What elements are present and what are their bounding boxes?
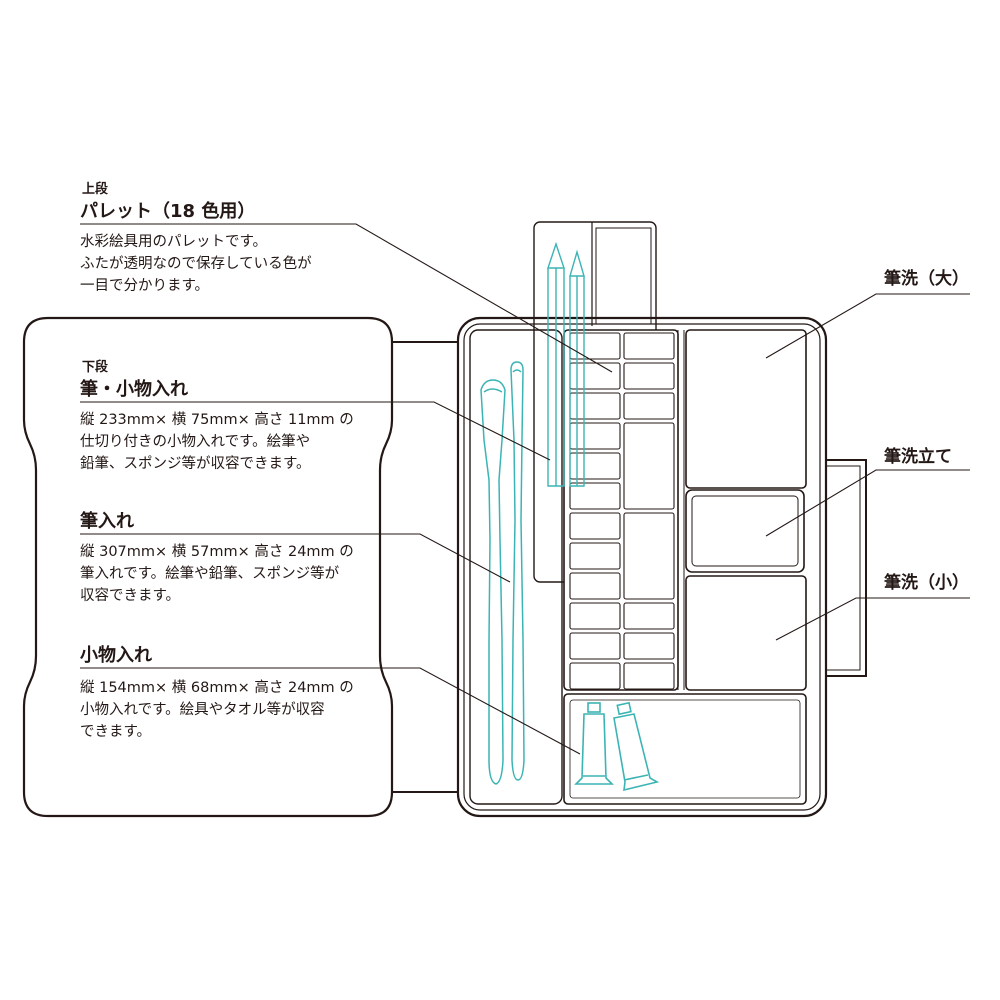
- brush-case-description: 縦 307mm× 横 57mm× 高さ 24mm の筆入れです。絵筆や鉛筆、スポ…: [80, 544, 354, 604]
- palette-tier-label: 上段: [82, 182, 109, 197]
- palette-well: [569, 542, 621, 570]
- palette-wells: [569, 332, 675, 690]
- washer-small-cup: [685, 575, 807, 691]
- palette-mixing-well: [623, 422, 675, 510]
- side-tab: [826, 459, 867, 677]
- small-box-description: 縦 154mm× 横 68mm× 高さ 24mm の小物入れです。絵具やタオル等…: [80, 680, 354, 740]
- brush-case-title: 筆入れ: [80, 511, 134, 532]
- case-body: [456, 316, 828, 818]
- washer-large-cup: [685, 329, 807, 489]
- pencil-icon: [547, 241, 585, 487]
- palette-well: [569, 602, 621, 630]
- washer-large-label: 筆洗（大）: [884, 269, 969, 289]
- brush-box-tier-label: 下段: [82, 360, 109, 375]
- palette-well: [623, 362, 675, 390]
- brush-stand-inner: [691, 495, 799, 567]
- palette-well: [623, 332, 675, 360]
- palette-description: 水彩絵具用のパレットです。ふたが透明なので保存している色が一目で分かります。: [80, 234, 312, 294]
- brush-stand-cup: [685, 489, 805, 573]
- brush-box-description: 縦 233mm× 横 75mm× 高さ 11mm の仕切り付きの小物入れです。絵…: [80, 412, 354, 472]
- palette-well: [569, 662, 621, 690]
- palette-title: パレット（18 色用）: [80, 201, 256, 222]
- paint-tube-icon: [574, 701, 660, 792]
- leader-lines: [80, 223, 970, 755]
- hinge: [392, 341, 458, 793]
- palette-mixing-well: [623, 512, 675, 600]
- palette-well: [569, 572, 621, 600]
- brush-box-title: 筆・小物入れ: [80, 379, 188, 400]
- palette-frame: [563, 329, 679, 691]
- small-items-compartment: [563, 693, 807, 805]
- palette-well: [623, 392, 675, 420]
- side-tab-inner: [826, 465, 861, 671]
- brush-case-compartment: [469, 329, 563, 805]
- palette-well: [623, 602, 675, 630]
- upper-tray-lid-window: [595, 227, 652, 325]
- small-box-title: 小物入れ: [80, 645, 152, 666]
- palette-well: [623, 662, 675, 690]
- palette-well: [569, 512, 621, 540]
- palette-well: [623, 632, 675, 660]
- lid-outline: [22, 316, 394, 818]
- washer-small-label: 筆洗（小）: [884, 573, 969, 593]
- palette-well: [569, 482, 621, 510]
- palette-well: [569, 632, 621, 660]
- brush-stand-label: 筆洗立て: [884, 447, 952, 467]
- brush-icon: [480, 361, 525, 785]
